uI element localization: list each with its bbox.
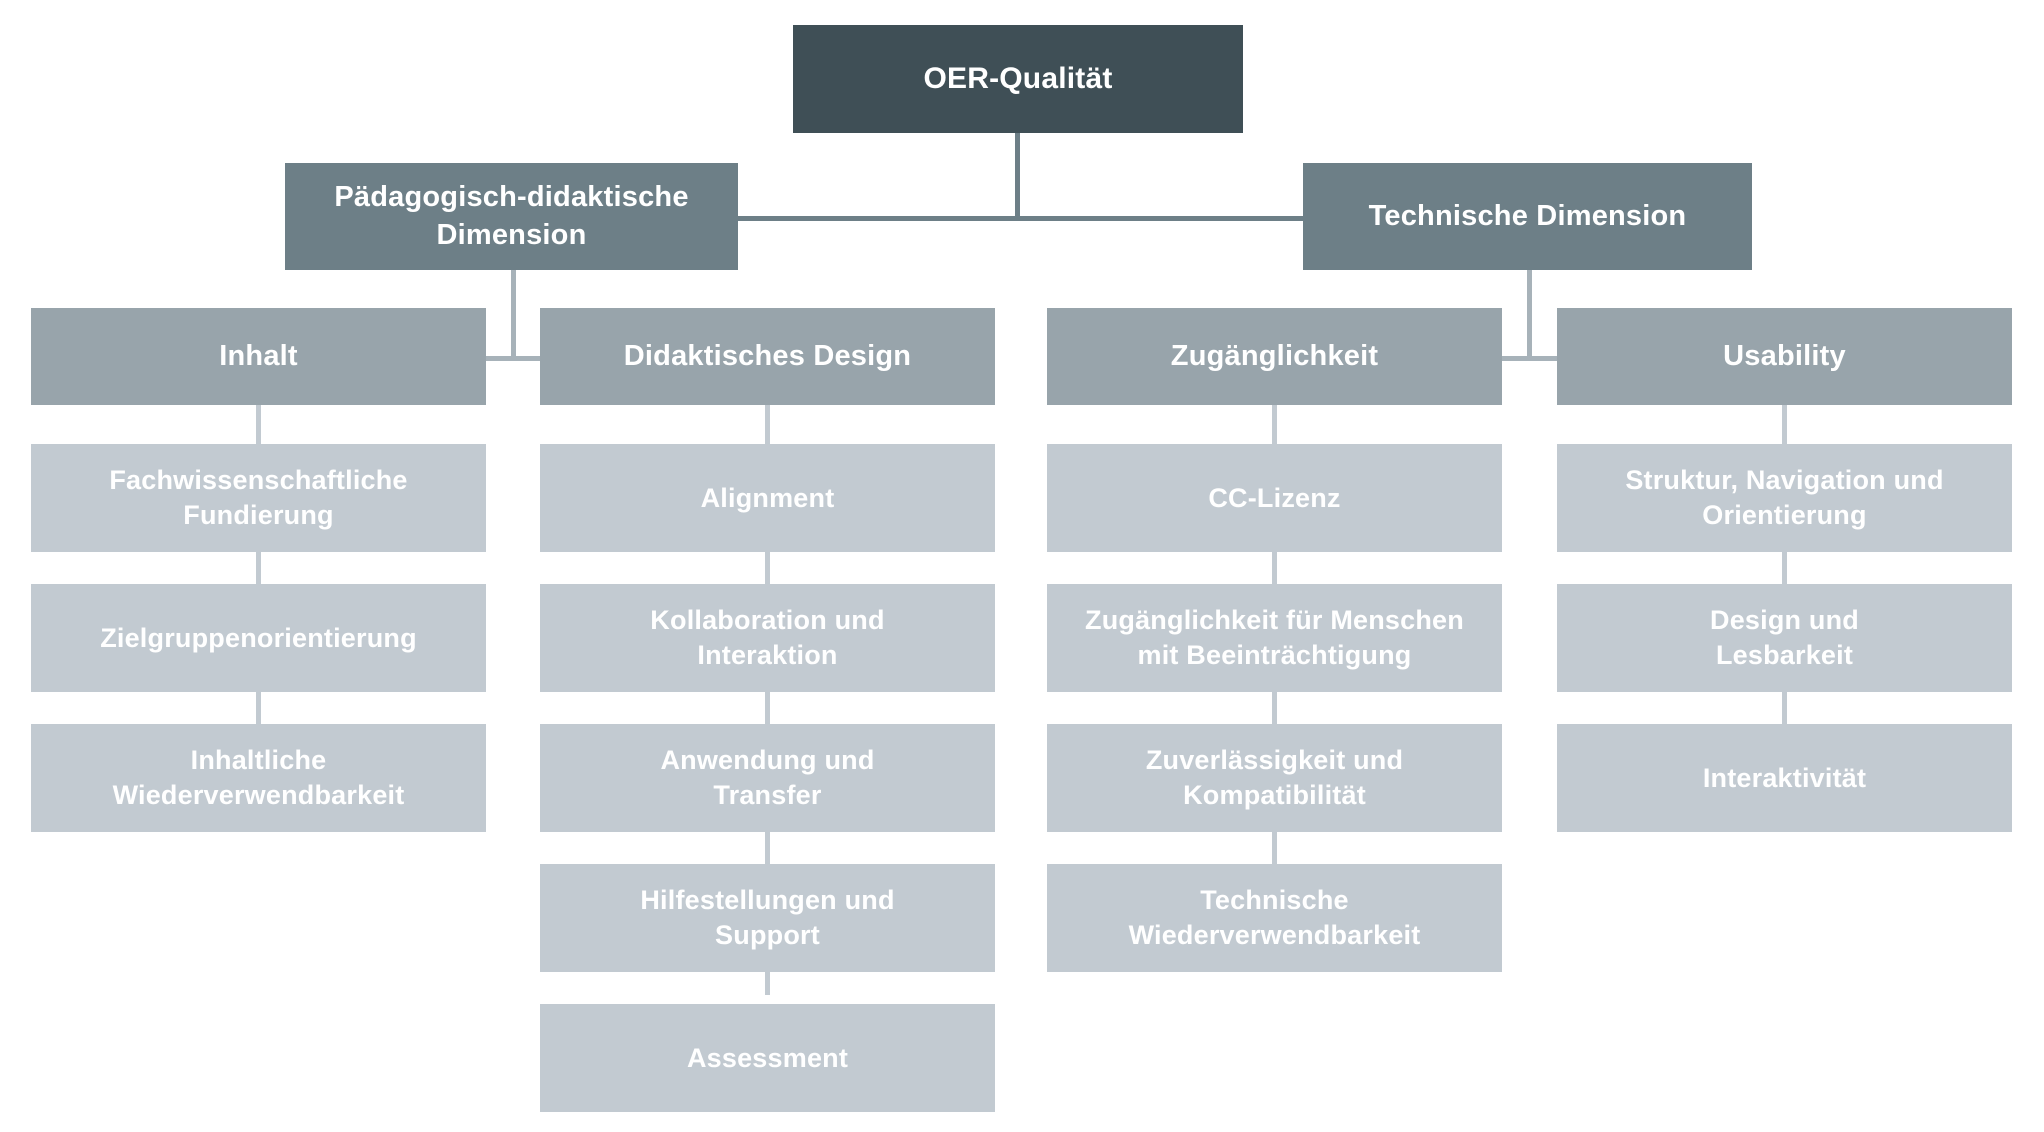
connector-column-usability <box>1782 405 1787 735</box>
node-item-label: Anwendung und Transfer <box>660 745 875 810</box>
connector-pedagogical-bar <box>486 356 541 361</box>
node-item-label: Zuverlässigkeit und Kompatibilität <box>1145 745 1404 810</box>
node-item[interactable]: Technische Wiederverwendbarkeit <box>1047 864 1502 972</box>
node-item-label: Technische Wiederverwendbarkeit <box>1128 885 1421 950</box>
connector-column-inhalt <box>256 405 261 735</box>
connector-technical-stem <box>1527 270 1532 360</box>
node-item-label: Zielgruppenorientierung <box>100 622 417 653</box>
node-item[interactable]: Anwendung und Transfer <box>540 724 995 832</box>
connector-pedagogical-stem <box>511 270 516 360</box>
node-item-label: Interaktivität <box>1702 762 1867 793</box>
node-root-label: OER-Qualität <box>923 61 1113 95</box>
node-item-label: Hilfestellungen und Support <box>640 885 895 950</box>
node-item[interactable]: Struktur, Navigation und Orientierung <box>1557 444 2012 552</box>
node-item[interactable]: Assessment <box>540 1004 995 1112</box>
node-item[interactable]: Inhaltliche Wiederverwendbarkeit <box>31 724 486 832</box>
node-category-inhalt[interactable]: Inhalt <box>31 308 486 405</box>
node-item-label: Kollaboration und Interaktion <box>650 605 885 670</box>
node-dimension-paedagogisch-didaktisch[interactable]: Pädagogisch-didaktische Dimension <box>285 163 738 270</box>
node-category-zugaenglichkeit[interactable]: Zugänglichkeit <box>1047 308 1502 405</box>
node-item[interactable]: Fachwissenschaftliche Fundierung <box>31 444 486 552</box>
node-item[interactable]: Hilfestellungen und Support <box>540 864 995 972</box>
node-dimension-label: Pädagogisch-didaktische Dimension <box>334 181 689 251</box>
node-item-label: CC-Lizenz <box>1208 482 1341 513</box>
node-item-label: Fachwissenschaftliche Fundierung <box>109 465 408 530</box>
node-category-label: Zugänglichkeit <box>1170 339 1379 372</box>
node-item[interactable]: Kollaboration und Interaktion <box>540 584 995 692</box>
node-category-label: Inhalt <box>219 339 298 372</box>
node-root-oer-qualitaet[interactable]: OER-Qualität <box>793 25 1243 133</box>
node-item[interactable]: Zuverlässigkeit und Kompatibilität <box>1047 724 1502 832</box>
node-item[interactable]: Alignment <box>540 444 995 552</box>
node-category-label: Usability <box>1723 339 1846 372</box>
node-category-label: Didaktisches Design <box>623 339 912 372</box>
node-category-usability[interactable]: Usability <box>1557 308 2012 405</box>
node-item-label: Alignment <box>700 482 835 513</box>
node-item-label: Zugänglichkeit für Menschen mit Beeinträ… <box>1085 605 1464 670</box>
node-item[interactable]: CC-Lizenz <box>1047 444 1502 552</box>
connector-dimension-bar <box>738 216 1304 221</box>
node-item-label: Design und Lesbarkeit <box>1710 605 1859 670</box>
connector-technical-bar <box>1502 356 1558 361</box>
node-item[interactable]: Design und Lesbarkeit <box>1557 584 2012 692</box>
node-item[interactable]: Zugänglichkeit für Menschen mit Beeinträ… <box>1047 584 1502 692</box>
node-category-didaktisches-design[interactable]: Didaktisches Design <box>540 308 995 405</box>
node-item-label: Assessment <box>686 1042 849 1073</box>
node-dimension-technisch[interactable]: Technische Dimension <box>1303 163 1752 270</box>
node-item[interactable]: Interaktivität <box>1557 724 2012 832</box>
node-item-label: Struktur, Navigation und Orientierung <box>1625 465 1944 530</box>
node-dimension-label: Technische Dimension <box>1368 199 1687 232</box>
connector-root-stem <box>1015 133 1020 219</box>
connector-column-didaktisches-design <box>765 405 770 995</box>
node-item[interactable]: Zielgruppenorientierung <box>31 584 486 692</box>
node-item-label: Inhaltliche Wiederverwendbarkeit <box>112 745 405 810</box>
